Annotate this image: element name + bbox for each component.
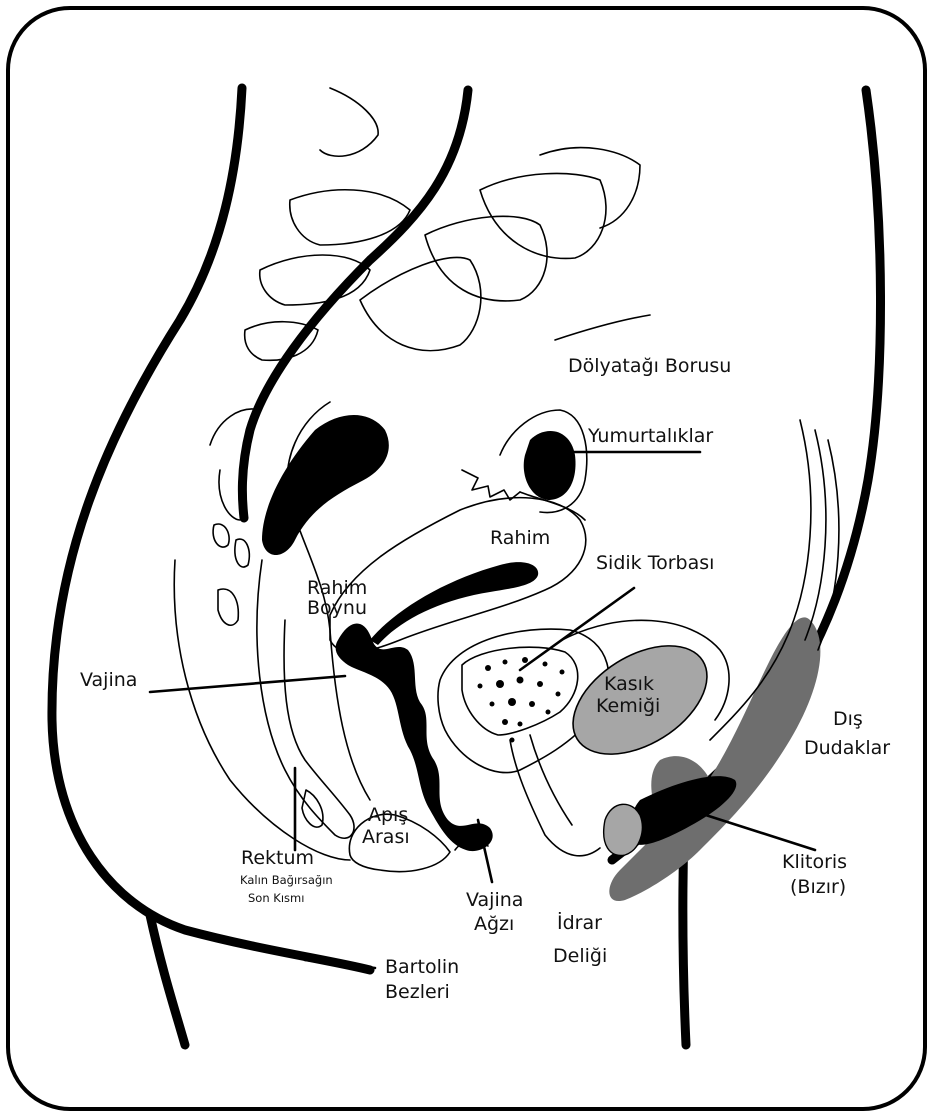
label-rectum-desc-1: Kalın Bağırsağın bbox=[240, 873, 333, 887]
label-urethral-opening-1: İdrar bbox=[557, 911, 602, 934]
label-uterus: Rahim bbox=[490, 527, 550, 549]
ovary bbox=[524, 431, 576, 500]
label-clitoris-2: (Bızır) bbox=[790, 876, 846, 898]
label-perineum-2: Arası bbox=[362, 826, 410, 848]
label-outer-labia-1: Dış bbox=[833, 708, 863, 730]
label-pubic-bone-2: Kemiği bbox=[596, 695, 660, 717]
label-rectum: Rektum bbox=[241, 847, 314, 869]
label-clitoris-1: Klitoris bbox=[782, 851, 847, 873]
frame-border bbox=[8, 8, 925, 1109]
label-pubic-bone-1: Kasık bbox=[604, 673, 654, 695]
label-vaginal-opening-1: Vajina bbox=[466, 889, 523, 911]
label-ovaries: Yumurtalıklar bbox=[587, 425, 713, 447]
label-outer-labia-2: Dudaklar bbox=[804, 737, 890, 759]
label-bartholin-2: Bezleri bbox=[385, 981, 450, 1003]
label-vagina: Vajina bbox=[80, 669, 137, 691]
label-bartholin-1: Bartolin bbox=[385, 956, 459, 978]
label-fallopian-tube: Dölyatağı Borusu bbox=[568, 355, 731, 377]
label-perineum-1: Apış bbox=[368, 804, 408, 826]
label-vaginal-opening-2: Ağzı bbox=[474, 913, 514, 935]
label-cervix-2: Boynu bbox=[307, 597, 367, 619]
label-rectum-desc-2: Son Kısmı bbox=[248, 891, 304, 905]
label-urethral-opening-2: Deliği bbox=[553, 945, 607, 967]
label-bladder: Sidik Torbası bbox=[596, 552, 714, 574]
label-cervix-1: Rahim bbox=[307, 577, 367, 599]
